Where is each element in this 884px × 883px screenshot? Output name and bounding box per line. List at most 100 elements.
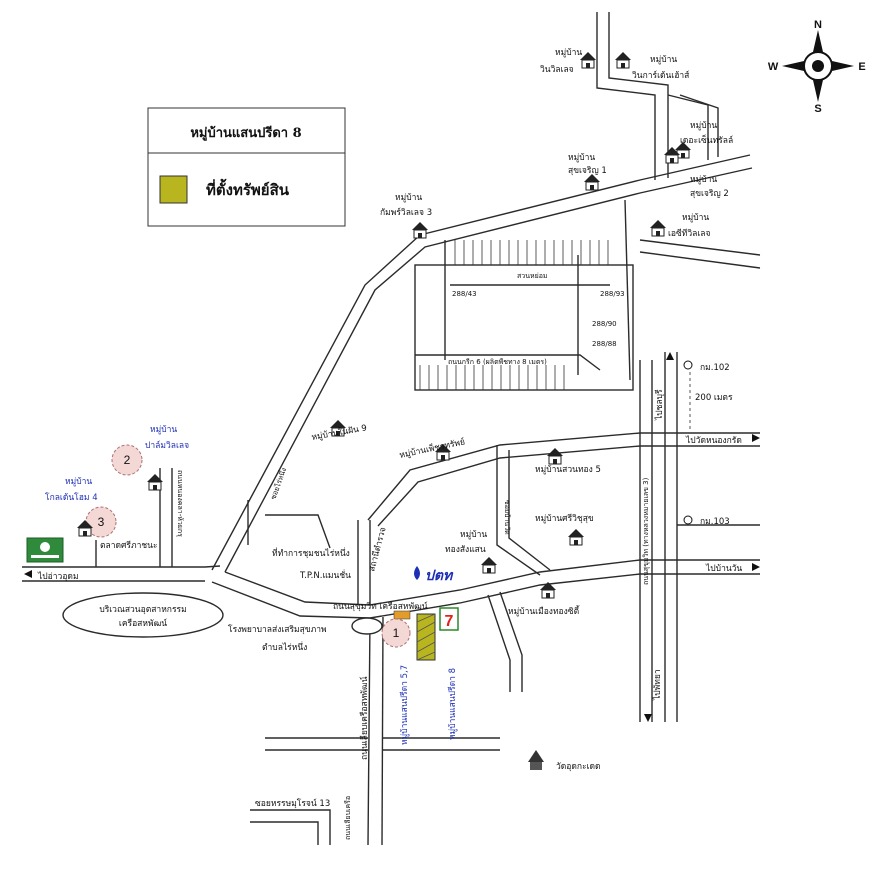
drop-icon <box>414 566 420 580</box>
ptt-station: ปตท <box>414 566 454 583</box>
label-plot-a: 288/43 <box>452 290 477 298</box>
label-school-2: ตำบลไร่หนึ่ง <box>262 641 307 653</box>
arrow-right-icon <box>752 434 760 442</box>
label-plot-c: 288/90 <box>592 320 617 328</box>
map-labels: หมู่บ้าน วินวิลเลจ หมู่บ้าน วินการ์เด้นเ… <box>37 47 742 840</box>
seven-eleven-logo: 7 <box>439 607 459 631</box>
label-vil-suanthong: หมู่บ้านสวนทอง 5 <box>535 464 601 475</box>
label-vil-prasam-2: ปาล์มวิลเลจ <box>145 440 189 451</box>
industrial-zone <box>62 592 224 638</box>
house-icon <box>540 582 556 599</box>
house-icon <box>547 448 563 465</box>
house-icon <box>584 174 600 191</box>
label-vil-winvilla-1: หมู่บ้าน <box>555 47 582 58</box>
label-dist-200: 200 เมตร <box>695 393 733 403</box>
label-road-s6: ถนนกรีก 6 (ผลิตพืชทาง 8 เมตร) <box>448 358 547 366</box>
label-km103: กม.103 <box>700 517 730 527</box>
label-industry-2: เครือสหพัฒน์ <box>119 618 167 629</box>
label-vil-airport-2: เอซีทีวิลเลจ <box>668 228 710 239</box>
house-icon <box>664 147 680 164</box>
label-km102: กม.102 <box>700 363 730 373</box>
legend-title: หมู่บ้านแสนปรีดา 8 <box>190 125 301 141</box>
label-to-ban-wan: ไปบ้านวัน <box>705 563 742 574</box>
label-soi-right: ซอยบ้านวัด <box>503 500 511 535</box>
compass-north: N <box>814 19 822 31</box>
marker-1-label: 1 <box>393 626 400 640</box>
label-market: ตลาดศรีภาชนะ <box>100 540 158 551</box>
label-to-nonglom: ไปวัดหนองกรัด <box>685 435 742 446</box>
compass-south: S <box>814 103 821 115</box>
arrow-up-icon <box>666 352 674 360</box>
label-vil-sukjareon2-2: สุขเจริญ 2 <box>690 189 729 199</box>
label-park: สวนหย่อม <box>517 272 548 280</box>
label-vil-sukjareon1-2: สุขเจริญ 1 <box>568 166 607 176</box>
label-temple: วัดอุดกะเดด <box>556 762 601 772</box>
label-vil-winner-1: หมู่บ้าน <box>650 54 677 65</box>
label-plot-b: 288/93 <box>600 290 625 298</box>
north-arrow-icon <box>813 30 823 52</box>
label-school: โรงพยาบาลส่งเสริมสุขภาพ <box>228 624 327 635</box>
label-vil-kasem-2: กัมพร์วิลเลจ 3 <box>380 207 432 218</box>
village-icons <box>77 52 691 599</box>
label-vil-winner-2: วินการ์เด้นเฮ้าส์ <box>632 70 690 81</box>
label-vil-hanbung-1: หมู่บ้าน <box>65 476 92 487</box>
marker-3-label: 3 <box>98 515 105 529</box>
label-vil-winvilla-2: วินวิลเลจ <box>540 65 574 75</box>
label-vil-sukjareon1-1: หมู่บ้าน <box>568 152 595 163</box>
label-soi-school: ถนนหนองคลา-ห้วยกรุ <box>176 470 184 537</box>
label-vil-muangthong: หมู่บ้านเมืองทองซิตี้ <box>508 605 580 617</box>
house-icon <box>435 444 451 461</box>
house-icon <box>568 529 584 546</box>
label-to-utom: ไปอ่าวอุดม <box>37 571 79 582</box>
label-industry-1: บริเวณสวนอุตสาหกรรม <box>99 605 186 615</box>
label-highway: ถนนสุขุมวิท (ทางหลวงหมายเลข 3) <box>642 477 650 585</box>
legend-item-label: ที่ตั้งทรัพย์สิน <box>206 178 290 199</box>
house-icon <box>580 52 596 69</box>
label-vil-greencity-1: หมู่บ้าน <box>690 120 717 131</box>
label-to-bangkok: ไปชลบุรี <box>654 389 665 421</box>
temple-icon <box>528 750 544 770</box>
house-icon <box>77 520 93 537</box>
house-icon <box>615 52 631 69</box>
arrow-right-icon <box>752 563 760 571</box>
label-road-bottom: ถนนเลียบเครือ <box>344 796 352 840</box>
label-to-pathum: ไปพัทยา <box>652 669 663 701</box>
legend-swatch <box>159 175 188 204</box>
east-arrow-icon <box>832 61 854 71</box>
km102-marker-icon <box>683 360 693 370</box>
label-vil-thongban-1: หมู่บ้าน <box>460 529 487 540</box>
compass-rose: N S E W <box>768 19 866 115</box>
label-vil-greencity-2: เดอะเซ็นทรัลล์ <box>680 134 733 146</box>
seven-eleven-number: 7 <box>445 613 454 630</box>
arrow-left-icon <box>24 570 32 578</box>
km103-marker-icon <box>683 515 693 525</box>
label-vil-hanbung-2: โกลเด้นโฮม 4 <box>45 492 98 503</box>
label-vil-sp8: หมู่บ้านแสนปรีดา 8 <box>447 668 458 740</box>
label-vil-sriwong: หมู่บ้านศรีวิชุสุข <box>535 513 594 524</box>
label-vil-kasem-1: หมู่บ้าน <box>395 192 422 203</box>
south-arrow-icon <box>813 80 823 102</box>
marker-2-label: 2 <box>124 453 131 467</box>
arrow-down-icon <box>644 714 652 722</box>
estate-block <box>414 199 634 391</box>
pond-oval <box>351 617 383 635</box>
label-vil-airport-1: หมู่บ้าน <box>682 212 709 223</box>
house-icon <box>481 557 497 574</box>
house-icon <box>412 222 428 239</box>
marker-2: 2 <box>111 444 143 476</box>
shop-sign-icon <box>393 610 411 620</box>
house-icon <box>650 220 666 237</box>
label-tambon: ที่ทำการชุมชนไร่หนึ่ง <box>272 547 350 559</box>
label-vil-sukjareon2-1: หมู่บ้าน <box>690 174 717 185</box>
bank-logo <box>26 537 64 563</box>
label-plot-d: 288/88 <box>592 340 617 348</box>
property-site <box>416 613 436 661</box>
house-icon <box>147 474 163 491</box>
compass-east: E <box>858 61 865 73</box>
house-icon <box>330 420 346 437</box>
label-tpn: T.P.N.แมนชั่น <box>299 569 351 581</box>
compass-west: W <box>768 61 779 73</box>
label-road-ex: ถนนเลียบเครือสหพัฒน์ <box>359 676 370 760</box>
label-road-main: ถนนสุขุมวิท เครือสหพัฒน์ <box>333 601 428 612</box>
